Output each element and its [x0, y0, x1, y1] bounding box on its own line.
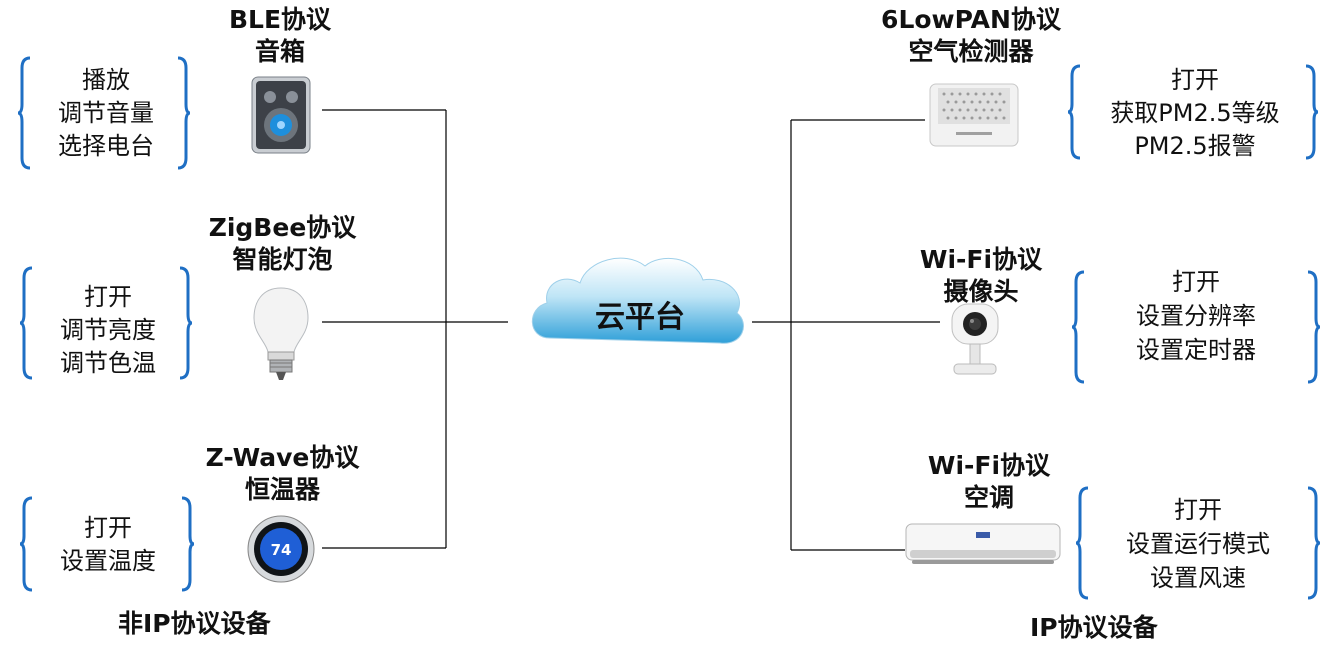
device-name-bulb: 智能灯泡 [232, 245, 333, 274]
air-conditioner-icon [905, 523, 1061, 564]
air-detector-icon [929, 83, 1019, 147]
camera-icon [951, 303, 999, 375]
speaker-icon [251, 76, 311, 154]
function-item: 打开 [1172, 268, 1220, 296]
function-item: 调节亮度 [60, 316, 156, 344]
function-item: 设置运行模式 [1126, 530, 1270, 558]
right-brace-icon [177, 56, 191, 170]
right-brace-icon [1307, 486, 1321, 600]
function-item: 调节音量 [58, 99, 154, 127]
function-item: 设置定时器 [1136, 336, 1256, 364]
function-item: 选择电台 [58, 132, 154, 160]
device-protocol-6lowpan: 6LowPAN协议 [881, 5, 1061, 34]
function-item: 播放 [82, 66, 130, 94]
right-brace-icon [179, 266, 193, 380]
lightbulb-icon [253, 287, 309, 380]
function-item: 打开 [84, 283, 132, 311]
left-brace-icon [1071, 270, 1085, 384]
device-protocol-wifi: Wi-Fi协议 [927, 451, 1051, 480]
device-name-air-detector: 空气检测器 [908, 37, 1034, 66]
device-protocol-zigbee: ZigBee协议 [208, 213, 357, 242]
device-protocol-ble: BLE协议 [228, 5, 332, 34]
function-item: 设置分辨率 [1136, 302, 1256, 330]
function-item: 打开 [1171, 66, 1219, 94]
device-protocol-wifi: Wi-Fi协议 [919, 245, 1043, 274]
device-name-air-conditioner: 空调 [963, 483, 1014, 512]
function-item: 打开 [1174, 496, 1222, 524]
function-item: 设置风速 [1150, 564, 1246, 592]
left-brace-icon [19, 266, 33, 380]
group-label-ip: IP协议设备 [1030, 613, 1158, 642]
function-item: 设置温度 [60, 547, 156, 575]
device-name-thermostat: 恒温器 [244, 475, 320, 504]
function-item: 获取PM2.5等级 [1110, 99, 1280, 127]
device-name-camera: 摄像头 [943, 277, 1019, 306]
thermostat-reading: 74 [271, 541, 292, 559]
right-brace-icon [1305, 64, 1319, 160]
cloud-icon [531, 257, 744, 344]
function-item: PM2.5报警 [1134, 132, 1256, 160]
right-brace-icon [1307, 270, 1321, 384]
function-item: 调节色温 [60, 349, 156, 377]
device-protocol-zwave: Z-Wave协议 [205, 443, 360, 472]
device-name-speaker: 音箱 [254, 37, 305, 66]
cloud-platform-label: 云平台 [595, 300, 685, 335]
left-brace-icon [17, 56, 31, 170]
right-brace-icon [181, 496, 195, 592]
left-brace-icon [1067, 64, 1081, 160]
function-item: 打开 [84, 514, 132, 542]
left-brace-icon [1075, 486, 1089, 600]
thermostat-icon: 74 [247, 515, 315, 583]
left-brace-icon [19, 496, 33, 592]
group-label-non-ip: 非IP协议设备 [118, 609, 271, 638]
